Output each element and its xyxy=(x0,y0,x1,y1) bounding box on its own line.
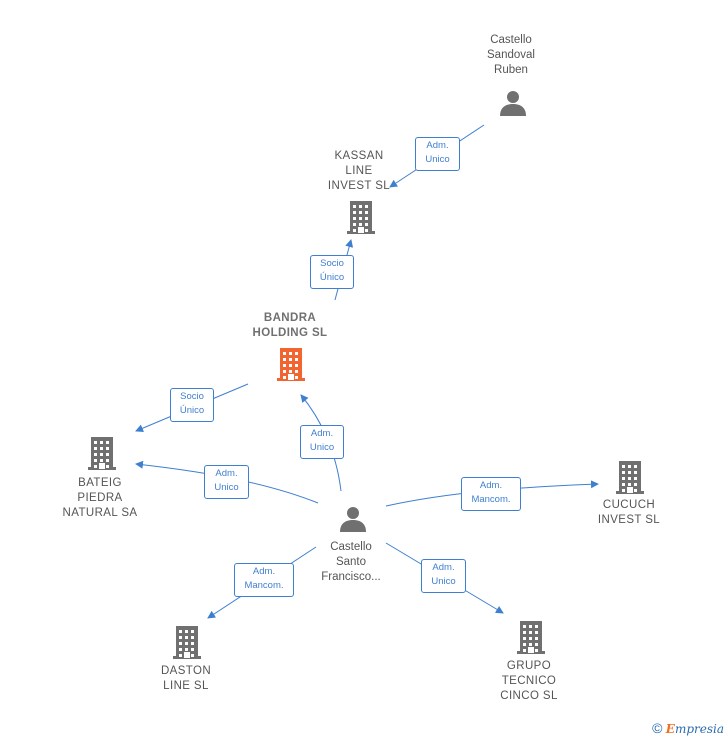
brand-logo-initial: E xyxy=(665,722,675,736)
relation-badge: Adm. Mancom. xyxy=(461,477,521,511)
brand-logo-rest: mpresia xyxy=(674,722,724,736)
person-icon xyxy=(500,91,526,116)
node-label-bateig[interactable]: BATEIG PIEDRA NATURAL SA xyxy=(62,477,138,519)
building-icon xyxy=(87,436,117,475)
person-icon xyxy=(340,507,366,532)
node-label-grupo[interactable]: GRUPO TECNICO CINCO SL xyxy=(500,660,558,702)
relation-badge: Socio Único xyxy=(310,255,354,289)
relation-badge: Adm. Mancom. xyxy=(234,563,294,597)
building-icon xyxy=(172,625,202,664)
building-icon xyxy=(276,347,306,386)
building-icon xyxy=(346,200,376,239)
relation-badge: Socio Único xyxy=(170,388,214,422)
node-label-cucuch[interactable]: CUCUCH INVEST SL xyxy=(597,499,661,526)
relation-badge: Adm. Unico xyxy=(204,465,249,499)
building-icon xyxy=(615,460,645,499)
node-label-castello-sandoval[interactable]: Castello Sandoval Ruben xyxy=(487,34,535,76)
copyright-icon: © xyxy=(652,720,663,736)
node-label-castello-santo[interactable]: Castello Santo Francisco... xyxy=(321,541,381,583)
relation-badge: Adm. Unico xyxy=(415,137,460,171)
node-label-daston[interactable]: DASTON LINE SL xyxy=(160,665,212,692)
relation-badge: Adm. Unico xyxy=(421,559,466,593)
relation-badge: Adm. Unico xyxy=(300,425,344,459)
building-icon xyxy=(516,620,546,659)
node-label-kassan[interactable]: KASSAN LINE INVEST SL xyxy=(327,150,391,192)
empresia-footer[interactable]: © Empresia xyxy=(652,720,724,736)
node-label-bandra[interactable]: BANDRA HOLDING SL xyxy=(252,312,328,339)
